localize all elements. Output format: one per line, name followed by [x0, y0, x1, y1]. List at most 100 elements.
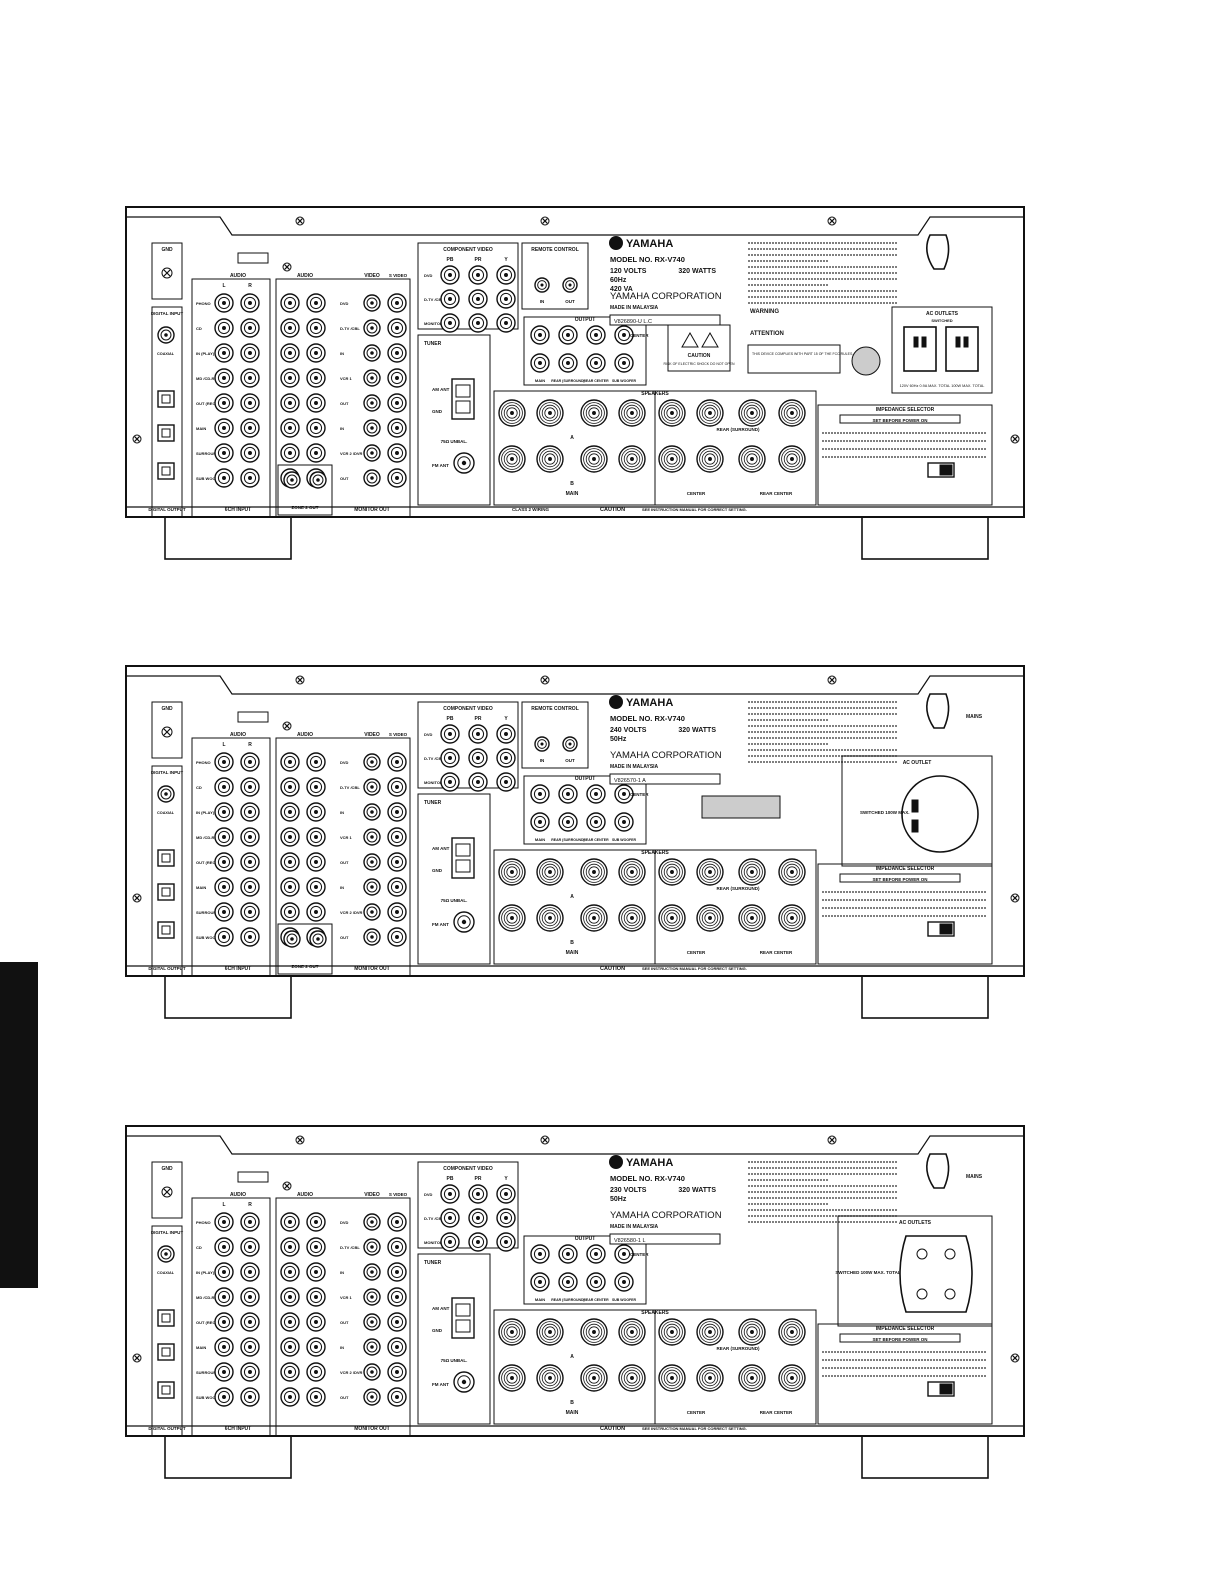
video-audio-jack-l — [280, 777, 300, 797]
terminal-ring — [585, 863, 603, 881]
screw-slot — [163, 1188, 171, 1196]
terminal-core — [750, 411, 754, 415]
terminal-ring — [588, 453, 600, 465]
speaker-terminal-b — [498, 904, 526, 932]
component-jack — [496, 748, 516, 768]
audio-jack-r — [240, 368, 260, 388]
composite-jack — [363, 928, 381, 946]
country-label: MADE IN MALAYSIA — [610, 305, 659, 311]
jack-ring — [309, 371, 323, 385]
impedance-box — [817, 1323, 993, 1425]
panel-screw — [282, 262, 292, 272]
audio-jack-l — [214, 777, 234, 797]
jack-ring — [366, 422, 378, 434]
video-row-label: IN — [340, 351, 344, 356]
jack-pin — [370, 935, 374, 939]
screw-slot — [1012, 436, 1018, 442]
jack-ring — [443, 292, 457, 306]
audio-label: AUDIO — [230, 732, 246, 738]
composite-jack — [363, 1313, 381, 1331]
caution-sticker — [667, 324, 731, 372]
jack-pin — [222, 1395, 226, 1399]
monitor-out-label: MONITOR OUT — [354, 507, 389, 513]
jack-pin — [288, 351, 292, 355]
top-screw — [295, 216, 305, 226]
terminal-ring — [781, 1321, 803, 1343]
jack-ring — [283, 296, 297, 310]
audio-jack-l — [214, 852, 234, 872]
terminal-ring — [661, 861, 683, 883]
component-jack — [468, 1232, 488, 1252]
jack-pin — [288, 401, 292, 405]
terminal-ring — [621, 907, 643, 929]
warning-label: WARNING — [750, 309, 779, 315]
terminal-ring — [781, 861, 803, 883]
speaker-rear-center-label: REAR CENTER — [760, 491, 793, 496]
video-row-label: OUT — [340, 476, 349, 481]
s-video-jack — [387, 1362, 407, 1382]
jack-pin — [395, 1320, 399, 1324]
video-audio-jack-r — [306, 1337, 326, 1357]
shock-warning-icon — [681, 331, 699, 348]
preout-jack — [530, 784, 550, 804]
terminal-ring — [663, 450, 681, 468]
digital-input-label: DIGITAL INPUT — [151, 311, 184, 316]
ac-pin — [911, 799, 919, 813]
speaker-terminal-center — [738, 445, 766, 473]
s-video-jack — [387, 418, 407, 438]
s-video-jack — [387, 927, 407, 947]
jack-ring — [499, 316, 513, 330]
video-audio-jack-l — [280, 1212, 300, 1232]
terminal-ring — [588, 1326, 600, 1338]
video-row-label: OUT — [340, 935, 349, 940]
fm-ant-label: FM ANT — [432, 1382, 449, 1387]
s-video-jack — [387, 777, 407, 797]
svideo-label: S VIDEO — [389, 1192, 408, 1197]
speaker-terminal-rear — [738, 858, 766, 886]
jack-pin — [370, 1245, 374, 1249]
terminal-ring — [786, 1372, 798, 1384]
jack-ring — [283, 1315, 297, 1329]
am-ant-label: AM ANT — [432, 387, 450, 392]
jack-pin — [248, 1245, 252, 1249]
speaker-terminal-a — [536, 399, 564, 427]
audio-jack-l — [214, 1262, 234, 1282]
am-clip — [455, 843, 471, 857]
rating-label: 50Hz — [610, 736, 627, 743]
audio-ch-r: R — [248, 1202, 252, 1208]
terminal-core — [670, 916, 674, 920]
optical-jack-out — [157, 921, 175, 939]
preout-jack — [558, 325, 578, 345]
terminal-ring — [746, 1372, 758, 1384]
terminal-ring — [544, 866, 556, 878]
speaker-terminal-center — [658, 904, 686, 932]
terminal-ring — [621, 1321, 643, 1343]
composite-jack — [363, 1238, 381, 1256]
jack-ring — [217, 1315, 231, 1329]
ac-outlet-round — [901, 775, 979, 853]
jack-ring — [309, 780, 323, 794]
terminal-core — [548, 411, 552, 415]
jack-pin — [370, 351, 374, 355]
jack-pin — [248, 351, 252, 355]
terminal-ring — [701, 909, 719, 927]
jack-ring — [309, 755, 323, 769]
component-video-label: COMPONENT VIDEO — [443, 1166, 493, 1172]
terminal-ring — [503, 404, 521, 422]
video-row-label: D-TV /CBL — [340, 1245, 360, 1250]
fcc-box — [747, 344, 841, 374]
terminal-ring — [704, 1372, 716, 1384]
side-screw — [132, 434, 142, 444]
fm-antenna-jack — [453, 1371, 475, 1393]
terminal-ring — [621, 448, 643, 470]
jack-pin — [476, 1240, 480, 1244]
jack-pin — [540, 742, 544, 746]
terminal-ring — [663, 863, 681, 881]
terminal-ring — [699, 907, 721, 929]
jack-pin — [395, 860, 399, 864]
terminal-ring — [585, 909, 603, 927]
terminal-ring — [626, 407, 638, 419]
jack-ring — [617, 787, 631, 801]
jack-ring — [499, 1187, 513, 1201]
